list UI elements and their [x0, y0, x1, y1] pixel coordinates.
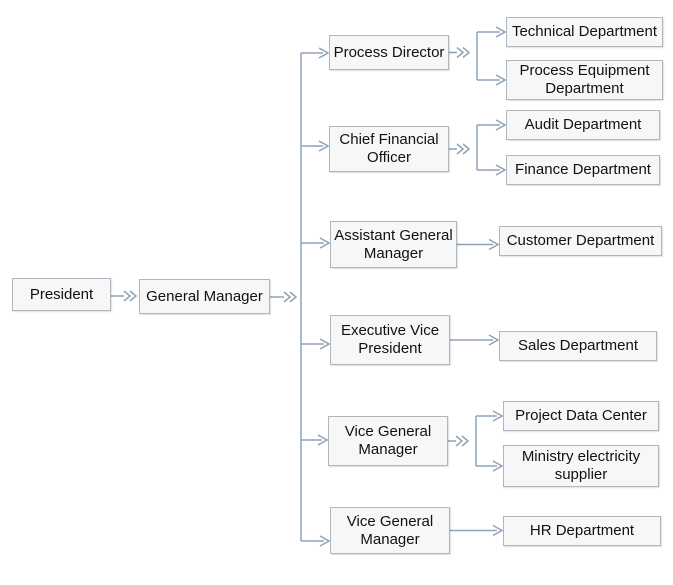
- node-project-data-center: Project Data Center: [503, 401, 659, 431]
- arrow-icon: [318, 140, 330, 152]
- arrow-icon: [318, 47, 330, 59]
- arrow-icon: [319, 338, 331, 350]
- arrow-icon: [319, 237, 331, 249]
- node-finance-department: Finance Department: [506, 155, 660, 185]
- node-process-director: Process Director: [329, 35, 449, 70]
- arrow-icon: [492, 410, 504, 422]
- double-chevron-icon: [456, 143, 471, 155]
- arrow-icon: [495, 119, 507, 131]
- arrow-icon: [492, 524, 504, 537]
- arrow-icon: [317, 434, 329, 446]
- node-process-equipment-department: Process Equipment Department: [506, 60, 663, 100]
- arrow-icon: [492, 460, 504, 472]
- double-chevron-icon: [123, 290, 138, 302]
- arrow-icon: [319, 535, 331, 547]
- arrow-icon: [495, 74, 507, 86]
- arrow-icon: [495, 164, 507, 176]
- node-general-manager: General Manager: [139, 279, 270, 314]
- node-assistant-general-manager: Assistant General Manager: [330, 221, 457, 268]
- node-sales-department: Sales Department: [499, 331, 657, 361]
- node-president: President: [12, 278, 111, 311]
- node-audit-department: Audit Department: [506, 110, 660, 140]
- double-chevron-icon: [283, 291, 298, 303]
- arrow-icon: [488, 238, 500, 251]
- node-technical-department: Technical Department: [506, 17, 663, 47]
- node-vice-general-manager-2: Vice General Manager: [330, 507, 450, 554]
- node-executive-vice-president: Executive Vice President: [330, 315, 450, 365]
- double-chevron-icon: [456, 46, 471, 59]
- node-ministry-electricity-supplier: Ministry electricity supplier: [503, 445, 659, 487]
- arrow-icon: [495, 26, 507, 38]
- node-vice-general-manager-1: Vice General Manager: [328, 416, 448, 466]
- double-chevron-icon: [455, 435, 470, 447]
- node-chief-financial-officer: Chief Financial Officer: [329, 126, 449, 172]
- arrow-icon: [488, 334, 500, 346]
- node-hr-department: HR Department: [503, 516, 661, 546]
- node-customer-department: Customer Department: [499, 226, 662, 256]
